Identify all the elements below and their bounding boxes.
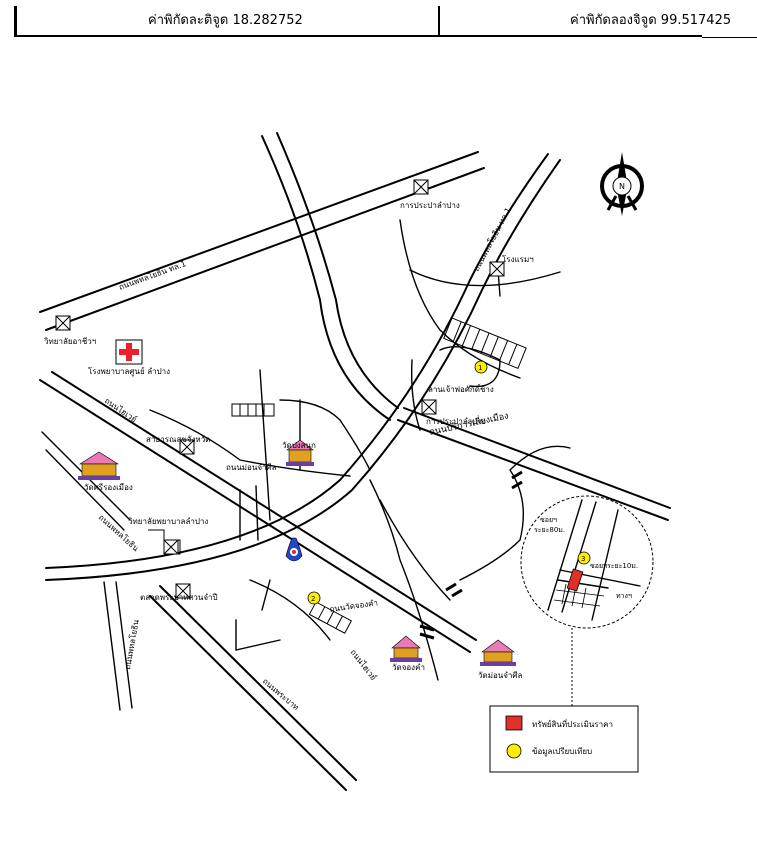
bridge-markers bbox=[419, 470, 523, 640]
coordinate-header: ค่าพิกัดละติจูด 18.282752 ค่าพิกัดลองจิจ… bbox=[14, 6, 757, 38]
legend-data-label: ข้อมูลเปรียบเทียบ bbox=[532, 747, 592, 757]
road-bottom bbox=[149, 585, 357, 791]
property-marker bbox=[566, 568, 584, 592]
building-blocks bbox=[231, 317, 527, 634]
road-main-diagonal bbox=[45, 153, 561, 581]
header-right-tail bbox=[702, 37, 757, 38]
road-bypass bbox=[397, 407, 671, 521]
temple-icon-left bbox=[78, 451, 120, 480]
legend-property-label: ทรัพย์สินที่ประเมินราคา bbox=[532, 718, 613, 729]
svg-text:1: 1 bbox=[478, 364, 482, 372]
police-emblem-icon bbox=[285, 537, 303, 562]
building-icon-nursing bbox=[148, 529, 181, 555]
place-nursing-college: วิทยาลัยพยาบาลลำปาง bbox=[127, 517, 208, 526]
local-streets bbox=[149, 219, 571, 681]
road-label-left-c: ถนนพหลโยธิน bbox=[122, 618, 141, 670]
building-icon-market bbox=[175, 583, 191, 599]
place-gas-authority-top: การประปาลำปาง bbox=[400, 201, 460, 210]
road-left-diagonal bbox=[39, 371, 477, 653]
data-marker-3 bbox=[577, 551, 591, 565]
place-college-left: วิทยาลัยอาชีวฯ bbox=[43, 337, 96, 346]
building-icon-hotel bbox=[489, 261, 505, 277]
north-arrow-icon: N bbox=[600, 152, 644, 216]
place-wat-left: วัดศรีรองเมือง bbox=[84, 483, 133, 492]
header-bottom-border bbox=[14, 35, 702, 37]
header-divider bbox=[438, 6, 440, 37]
inset-soi-top: ซอยฯ bbox=[540, 516, 557, 524]
inset-soi-right: ซอยฯระยะ10ม. bbox=[590, 562, 638, 570]
road-upper-vertical bbox=[261, 132, 399, 421]
building-icon-top bbox=[413, 179, 429, 195]
place-wat-mon-chamsin: วัดม่อนจำศีล bbox=[478, 671, 522, 680]
hospital-cross-icon bbox=[115, 339, 143, 365]
place-gas-authority-mid: การประปาลำปาง bbox=[426, 417, 486, 426]
road-label-wat-chong: ถนนวัดจองคำ bbox=[329, 598, 378, 614]
temple-icon-centre bbox=[286, 439, 314, 466]
legend: ทรัพย์สินที่ประเมินราคา ข้อมูลเปรียบเทีย… bbox=[489, 705, 639, 773]
place-wat-chong-kham: วัดจองคำ bbox=[392, 663, 425, 672]
road-top-diagonal bbox=[39, 151, 485, 331]
temple-icon-chong-kham bbox=[390, 635, 422, 662]
temple-icon-mon-chamsin bbox=[480, 639, 516, 666]
compass-letter: N bbox=[619, 182, 625, 191]
legend-property-swatch bbox=[505, 715, 523, 731]
place-hotel: โรงแรมฯ bbox=[502, 254, 534, 264]
place-shrine-plaza: ลานเจ้าพ่อศักดิ์ช้าง bbox=[428, 383, 494, 394]
building-icon-college bbox=[55, 315, 71, 331]
road-left-vertical bbox=[103, 581, 133, 711]
inset-road-right: ทางฯ bbox=[616, 592, 632, 600]
building-icon-health bbox=[179, 439, 195, 455]
longitude-text: ค่าพิกัดลองจิจูด 99.517425 bbox=[570, 13, 732, 28]
place-wat-centre: วัดปงสนุก bbox=[282, 441, 316, 450]
data-marker-1: 1 bbox=[474, 360, 488, 374]
place-market: ตลาดพระบาทสวนจำปี bbox=[140, 593, 218, 602]
latitude-text: ค่าพิกัดละติจูด 18.282752 bbox=[148, 13, 303, 28]
data-marker-2: 2 bbox=[307, 591, 321, 605]
inset-soi-top-sub: ระยะ80ม. bbox=[534, 526, 565, 534]
svg-text:3: 3 bbox=[581, 555, 585, 563]
header-left-border bbox=[14, 6, 17, 37]
road-label-left-a: ถนนไฮเวย์ bbox=[103, 395, 139, 424]
building-icon-mid bbox=[421, 399, 437, 415]
road-label-short: ถนนไฮเวย์ bbox=[348, 647, 378, 682]
inset-detail: 3 ซอยฯ ระยะ80ม. ซอยฯระยะ10ม. ทางฯ bbox=[520, 495, 654, 708]
legend-data-swatch bbox=[506, 743, 522, 759]
road-label-mon-chamsin: ถนนม่อนจำศีล bbox=[226, 463, 277, 472]
place-health-office: สาธารณสุขจังหวัด bbox=[146, 435, 210, 444]
road-label-top-diagonal: ถนนพหลโยธิน ทล.1 bbox=[117, 258, 187, 292]
place-hospital: โรงพยาบาลศูนย์ ลำปาง bbox=[88, 366, 170, 377]
svg-text:2: 2 bbox=[311, 595, 315, 603]
